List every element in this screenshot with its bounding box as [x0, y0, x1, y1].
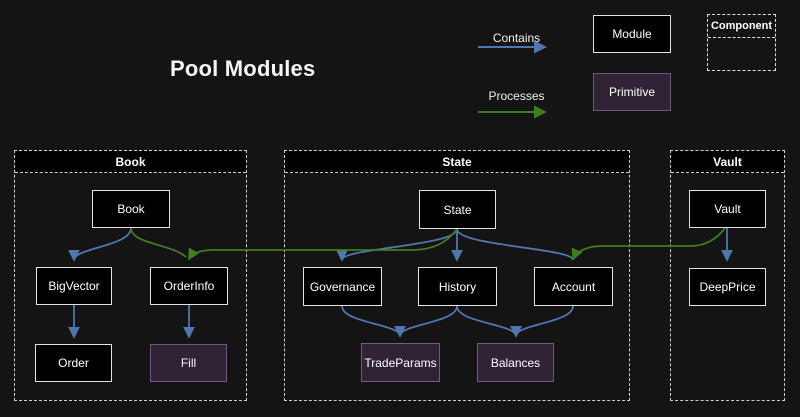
edge-book-contains-bigvector [68, 227, 132, 262]
node-state: State [419, 190, 496, 229]
node-fill: Fill [150, 344, 227, 382]
edge-state-processes-orderinfo [188, 228, 458, 261]
node-fill-label: Fill [180, 356, 197, 370]
legend-processes-label: Processes [488, 89, 545, 103]
container-state-title: State [285, 151, 629, 173]
container-state: State [284, 150, 630, 401]
node-history-label: History [438, 279, 477, 294]
node-order-label: Order [58, 356, 89, 370]
node-account-label: Account [551, 279, 596, 294]
legend-primitive-label: Primitive [608, 85, 655, 99]
node-book-label: Book [117, 202, 145, 216]
edge-vault-processes-account [571, 227, 726, 261]
node-account: Account [534, 267, 613, 306]
container-vault-title: Vault [671, 151, 784, 173]
node-tradeparams-label: TradeParams [364, 355, 437, 370]
node-deepprice-label: DeepPrice [699, 280, 756, 294]
edge-account-contains-balances [510, 305, 574, 338]
edge-history-contains-tradeparams [394, 305, 458, 338]
node-balances: Balances [477, 343, 554, 382]
node-tradeparams: TradeParams [361, 343, 440, 382]
node-governance: Governance [303, 267, 382, 306]
node-state-label: State [443, 202, 472, 217]
node-bigvector: BigVector [36, 267, 112, 305]
node-orderinfo: OrderInfo [150, 267, 228, 305]
legend-primitive-box: Primitive [593, 73, 671, 111]
node-vault-label: Vault [714, 202, 741, 216]
legend-component-box: Component [707, 14, 776, 71]
page-title: Pool Modules [170, 56, 316, 81]
legend-component-label: Component [708, 15, 775, 38]
edge-state-contains-account [456, 228, 574, 261]
edge-history-contains-balances [456, 305, 522, 338]
node-book: Book [92, 190, 170, 228]
node-history: History [418, 267, 497, 306]
legend-contains-label: Contains [492, 31, 541, 45]
edge-book-processes-orderinfo [130, 227, 187, 258]
legend-module-label: Module [612, 27, 652, 41]
node-deepprice: DeepPrice [689, 268, 766, 306]
edge-governance-contains-tradeparams [341, 305, 406, 338]
container-book: Book [14, 150, 247, 401]
node-vault: Vault [689, 190, 766, 228]
node-governance-label: Governance [309, 279, 376, 294]
node-bigvector-label: BigVector [48, 279, 100, 293]
container-book-title: Book [15, 151, 246, 173]
node-balances-label: Balances [490, 355, 541, 370]
node-order: Order [35, 344, 112, 382]
node-orderinfo-label: OrderInfo [163, 279, 215, 293]
container-vault: Vault [670, 150, 785, 401]
legend-module-box: Module [593, 15, 671, 53]
